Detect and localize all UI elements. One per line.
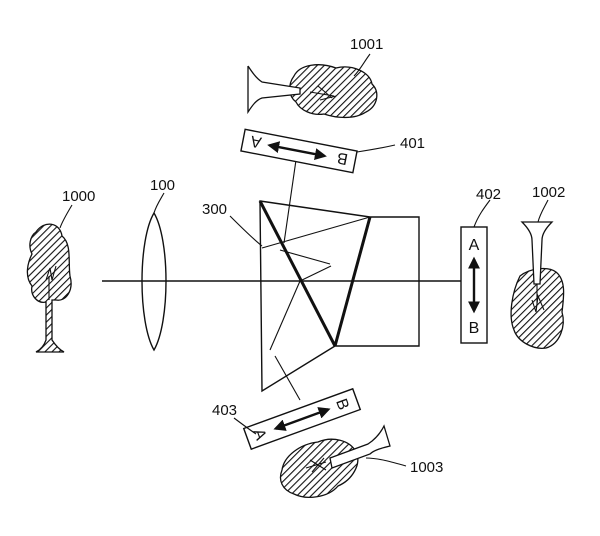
tree-left bbox=[26, 223, 72, 353]
mask-top-end: A bbox=[249, 132, 263, 151]
label-mask-bottom: 403 bbox=[212, 402, 237, 419]
mask-right: A B bbox=[460, 226, 488, 344]
label-tree-right: 1002 bbox=[532, 184, 565, 201]
label-mask-right: 402 bbox=[476, 186, 501, 203]
label-prism: 300 bbox=[202, 201, 227, 218]
label-mask-top: 401 bbox=[400, 135, 425, 152]
tree-bottom bbox=[279, 424, 391, 498]
connector-bottom bbox=[274, 355, 301, 401]
mask-top-start: B bbox=[336, 149, 350, 168]
mask-right-end: B bbox=[469, 320, 480, 337]
tree-right bbox=[510, 221, 565, 349]
lens bbox=[141, 211, 167, 352]
label-tree-top: 1001 bbox=[350, 36, 383, 53]
leader-lines bbox=[59, 53, 549, 467]
tree-top bbox=[247, 64, 378, 119]
label-tree-bottom: 1003 bbox=[410, 459, 443, 476]
connector-top bbox=[283, 159, 297, 244]
label-lens: 100 bbox=[150, 177, 175, 194]
label-tree-left: 1000 bbox=[62, 188, 95, 205]
mask-top: B A bbox=[240, 128, 358, 174]
mask-bottom: A B bbox=[242, 387, 362, 451]
prism bbox=[258, 200, 420, 393]
mask-right-start: A bbox=[469, 237, 480, 254]
